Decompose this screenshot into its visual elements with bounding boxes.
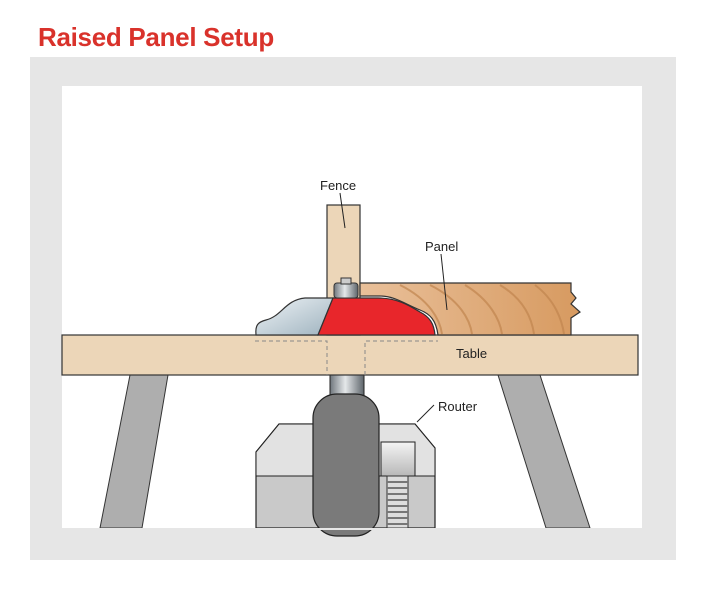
- label-panel: Panel: [425, 239, 458, 254]
- router-table: [61, 334, 639, 376]
- bit-silver-profile: [255, 297, 334, 336]
- label-router: Router: [438, 399, 478, 414]
- router-screw: [386, 475, 409, 529]
- bit-bearing: [333, 282, 359, 299]
- panel-leader: [440, 253, 448, 311]
- table-cutout-outline: [255, 340, 438, 375]
- bit-red-cutter: [317, 297, 436, 336]
- label-table: Table: [456, 346, 487, 361]
- router-bit: [255, 277, 436, 336]
- panel: [359, 282, 581, 336]
- fence-leader: [339, 192, 346, 229]
- page-title: Raised Panel Setup: [38, 22, 274, 52]
- bearing-nut: [340, 277, 352, 285]
- router-motor: [312, 393, 380, 537]
- label-fence: Fence: [320, 178, 356, 193]
- router-leader: [416, 404, 435, 423]
- router-knob: [380, 441, 416, 477]
- router: [255, 371, 436, 537]
